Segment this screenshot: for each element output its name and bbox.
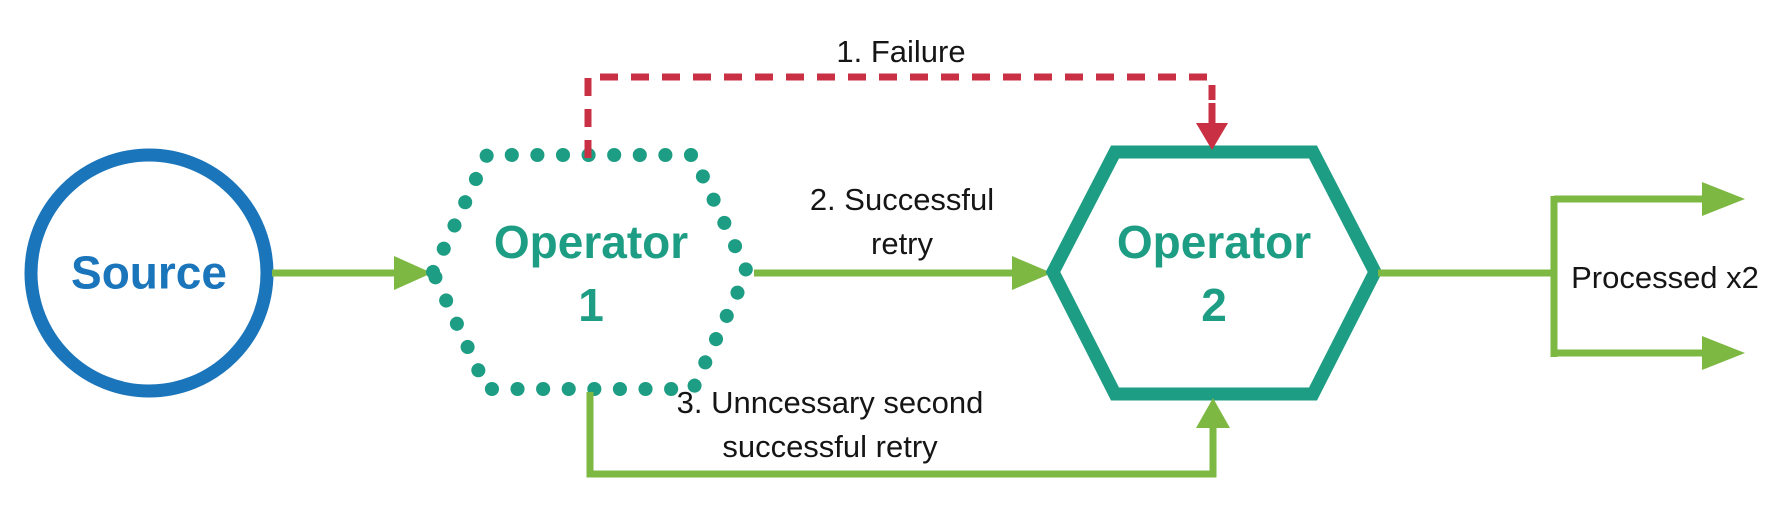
source-node (24, 148, 274, 398)
successful-retry-edge-label: 2. Successful retry (810, 178, 994, 266)
operator2-node (1045, 145, 1383, 401)
successful-retry-label-line2: retry (871, 226, 933, 261)
source-node-label: Source (71, 246, 227, 299)
source-to-operator1-arrow (272, 256, 432, 290)
unnecessary-retry-label-line2: successful retry (722, 429, 938, 464)
operator2-label-line2: 2 (1201, 279, 1227, 331)
operator1-node-label: Operator 1 (494, 211, 688, 337)
unnecessary-retry-edge-label: 3. Unncessary second successful retry (677, 381, 984, 469)
unnecessary-retry-label-line1: 3. Unncessary second (676, 385, 984, 420)
operator2-node-label: Operator 2 (1117, 211, 1311, 337)
operator1-label-line1: Operator (493, 216, 689, 268)
operator1-label-line2: 1 (578, 279, 604, 331)
second-retry-edge (586, 392, 1230, 478)
failure-edge (584, 73, 1228, 158)
operator1-node (426, 148, 754, 396)
operator1-to-operator2-arrow (754, 256, 1052, 290)
operator2-label-line1: Operator (1116, 216, 1312, 268)
successful-retry-label-line1: 2. Successful (809, 182, 995, 217)
output-fork-edge (1378, 182, 1745, 370)
processed-output-label: Processed x2 (1571, 260, 1759, 295)
failure-edge-label: 1. Failure (836, 34, 966, 69)
